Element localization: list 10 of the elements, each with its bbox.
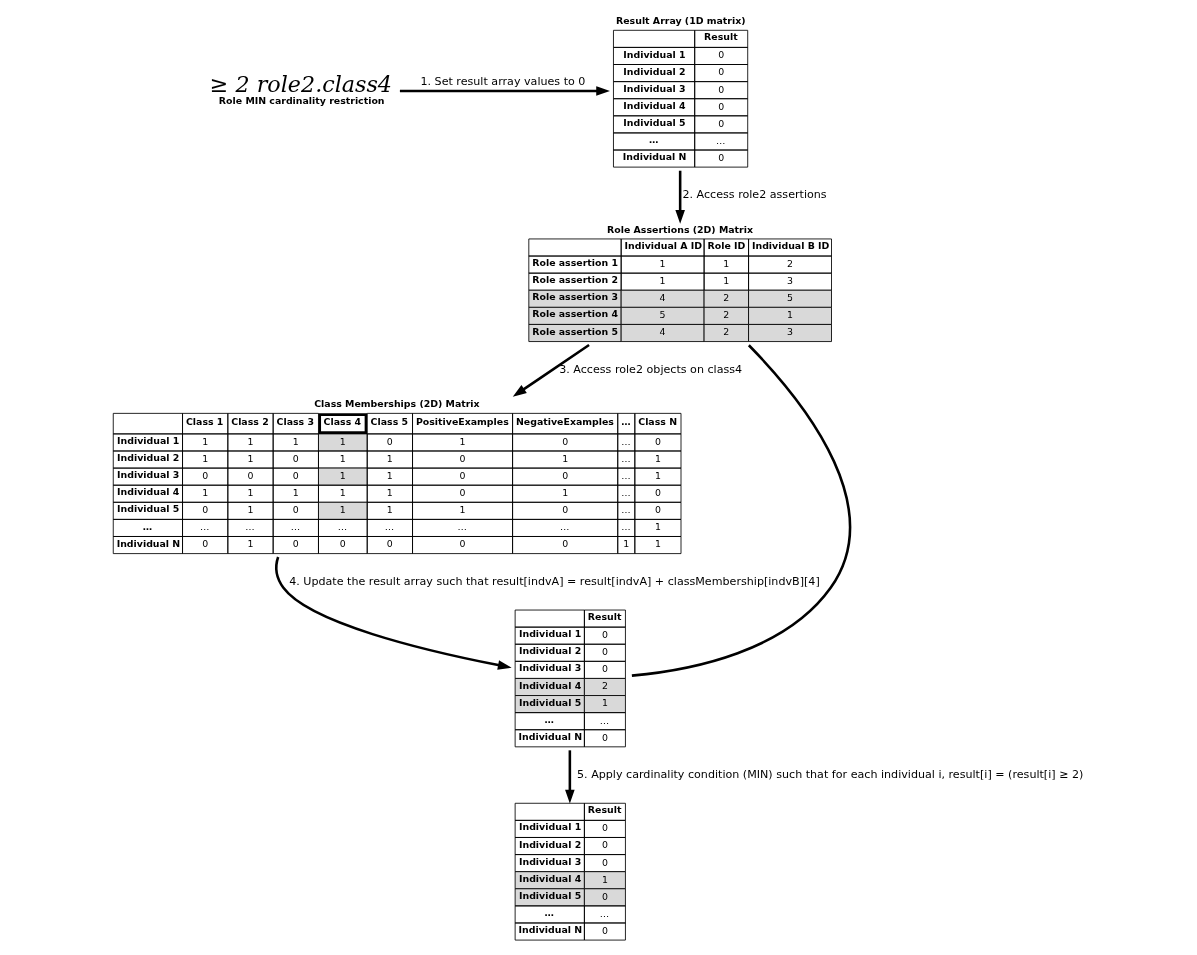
edge-label: 2. Access role2 assertions (682, 188, 827, 202)
node-label: Role Assertions (2D) Matrix (607, 223, 753, 235)
node-label: Class Memberships (2D) Matrix (314, 398, 480, 410)
node-label: Role MIN cardinality restriction (218, 95, 385, 107)
node-text: ≥ 2 role2.class4 (209, 71, 392, 98)
edge-label: 3. Access role2 objects on class4 (559, 362, 743, 376)
node-label: Result Array (1D matrix) (616, 15, 746, 27)
edge-label: 4. Update the result array such that result[indvA] = result[indvA] + classMembership[indvB][4] (289, 574, 820, 588)
edge-label: 5. Apply cardinality condition (MIN) such that for each individual i, result[i] = (result[i] ≥ 2) (577, 767, 1084, 781)
edge-label: 1. Set result array values to 0 (420, 75, 586, 89)
